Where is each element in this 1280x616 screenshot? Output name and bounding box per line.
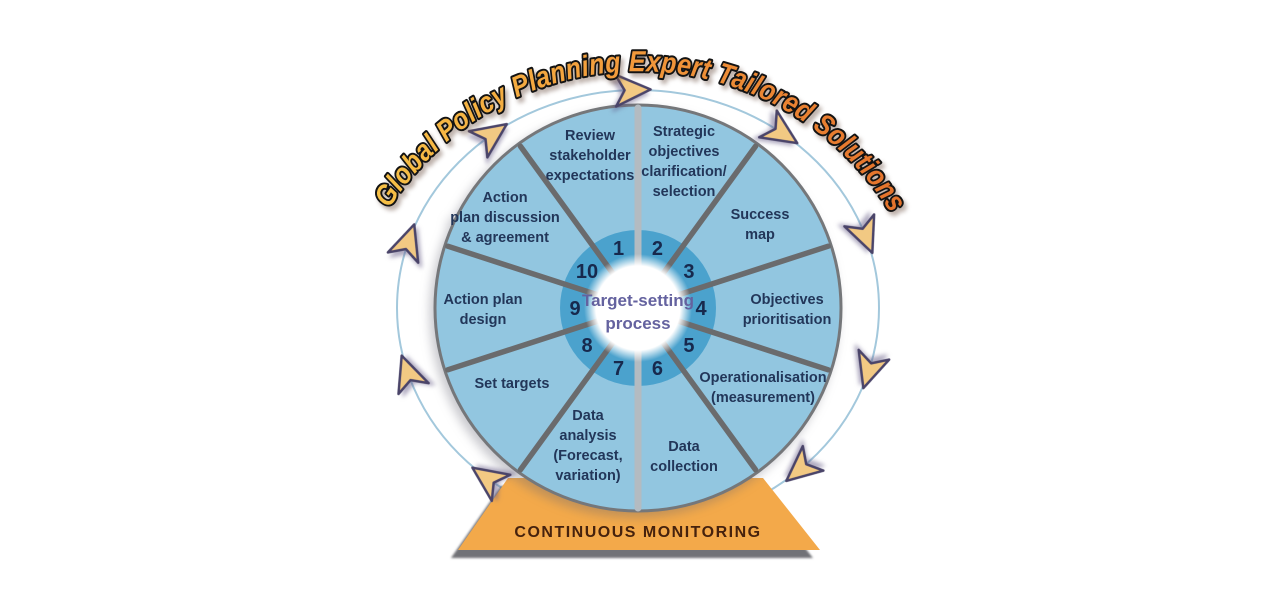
segment-divider (445, 243, 605, 300)
cycle-arrow (843, 213, 876, 255)
segment-number-4: 4 (695, 298, 707, 320)
segment-number-3: 3 (683, 261, 694, 283)
segment-label-5: Operationalisation(measurement) (699, 370, 826, 406)
segment-label-8: Set targets (475, 376, 550, 392)
cycle-arrow (386, 223, 420, 264)
segment-divider (657, 143, 759, 281)
segment-number-8: 8 (581, 335, 592, 357)
segment-number-2: 2 (652, 238, 663, 260)
cycle-arrow (757, 109, 799, 145)
cycle-arrow (613, 73, 652, 108)
segment-number-9: 9 (569, 298, 580, 320)
segment-divider (445, 316, 605, 373)
cycle-arrows (386, 73, 891, 503)
cycle-arrow (397, 354, 430, 396)
segment-divider (517, 143, 619, 281)
segment-number-10: 10 (576, 261, 598, 283)
continuous-monitoring-label: CONTINUOUS MONITORING (514, 524, 761, 541)
cycle-arrow (467, 122, 509, 159)
segment-number-5: 5 (683, 335, 694, 357)
segment-divider (517, 335, 619, 473)
cycle-arrow (785, 444, 825, 483)
cycle-arrow (857, 348, 891, 390)
center-disc (584, 254, 692, 362)
segment-number-7: 7 (613, 358, 624, 380)
continuous-monitoring-base (458, 478, 820, 550)
segment-number-1: 1 (613, 238, 624, 260)
segment-divider (657, 335, 759, 473)
segment-divider (671, 243, 831, 300)
segment-divider (671, 316, 831, 373)
segment-number-6: 6 (652, 358, 663, 380)
cycle-arrow (471, 466, 512, 503)
